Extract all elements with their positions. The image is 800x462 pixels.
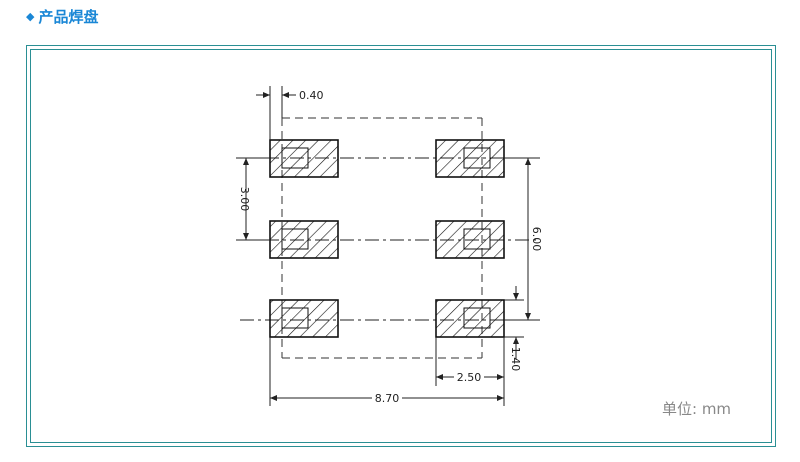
pad-left-middle <box>269 220 339 259</box>
dim-pad-height <box>504 286 524 360</box>
dim-pad-width <box>435 337 505 386</box>
drawing-frame-outer <box>26 45 776 447</box>
dim-vertical-pitch <box>236 157 270 241</box>
diamond-icon: ◆ <box>26 9 35 23</box>
pad-right-middle <box>435 220 505 259</box>
pad-right-top <box>435 139 505 178</box>
dim-pad-offset <box>256 86 296 140</box>
dim-label-pad-width: 2.50 <box>457 371 482 384</box>
dim-label-overall-width: 8.70 <box>375 392 400 405</box>
dim-label-vertical-pitch: 3.00 <box>238 187 251 212</box>
pad-left-bottom <box>269 299 339 338</box>
pad-left-top <box>269 139 339 178</box>
pad-right-bottom <box>435 299 505 338</box>
dim-label-pad-height: 1.40 <box>509 347 522 372</box>
dim-label-pad-offset: 0.40 <box>299 89 324 102</box>
drawing-frame-inner <box>30 49 772 443</box>
dim-rows-span <box>504 157 540 321</box>
unit-note: 单位: mm <box>662 400 732 418</box>
dim-overall-width <box>269 337 505 406</box>
dim-label-rows-span: 6.00 <box>530 227 543 252</box>
section-title: 产品焊盘 <box>38 7 99 26</box>
section-header: ◆ 产品焊盘 <box>26 5 98 27</box>
